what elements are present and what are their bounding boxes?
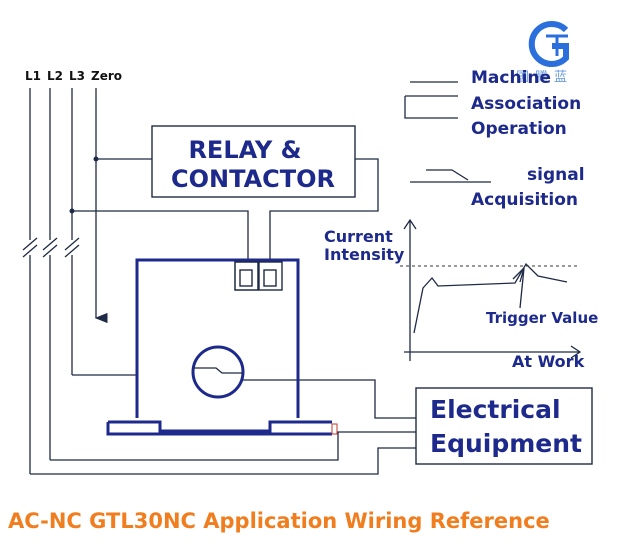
graph-xlabel: At Work: [512, 352, 585, 371]
current-sensor-device: [106, 258, 338, 436]
relay-label-line2: CONTACTOR: [171, 165, 335, 193]
logo-chinese-text: 国腾蓝: [516, 69, 573, 85]
machine-association-symbol: Machine Association Operation: [404, 68, 581, 139]
line-labels: L1 L2 L3 Zero: [25, 69, 122, 83]
machine-label-line3: Operation: [471, 119, 567, 139]
graph-ylabel-line2: Intensity: [324, 245, 405, 264]
label-zero: Zero: [91, 69, 122, 83]
current-graph: Current Intensity Trigger Value At Work: [324, 218, 598, 371]
label-l3: L3: [69, 69, 85, 83]
equipment-label-line1: Electrical: [430, 395, 561, 424]
label-l2: L2: [47, 69, 63, 83]
sensing-aperture: [191, 345, 245, 399]
diagram-caption: AC-NC GTL30NC Application Wiring Referen…: [8, 509, 550, 533]
machine-label-line1: Machine: [471, 68, 551, 88]
relay-contactor-box: RELAY & CONTACTOR: [151, 125, 356, 198]
trigger-value-label: Trigger Value: [486, 309, 598, 327]
signal-label-line1: signal: [527, 165, 585, 185]
supply-lines: [22, 88, 108, 474]
label-l1: L1: [25, 69, 41, 83]
signal-label-line2: Acquisition: [471, 190, 578, 210]
wires: [30, 156, 416, 475]
equipment-label-line2: Equipment: [430, 429, 582, 458]
company-logo: 国腾蓝: [516, 21, 573, 85]
relay-label-line1: RELAY &: [188, 136, 301, 164]
graph-ylabel-line1: Current: [324, 227, 393, 246]
machine-label-line2: Association: [471, 94, 581, 114]
electrical-equipment-box: Electrical Equipment: [415, 387, 593, 465]
signal-acquisition-symbol: signal Acquisition: [410, 165, 585, 210]
